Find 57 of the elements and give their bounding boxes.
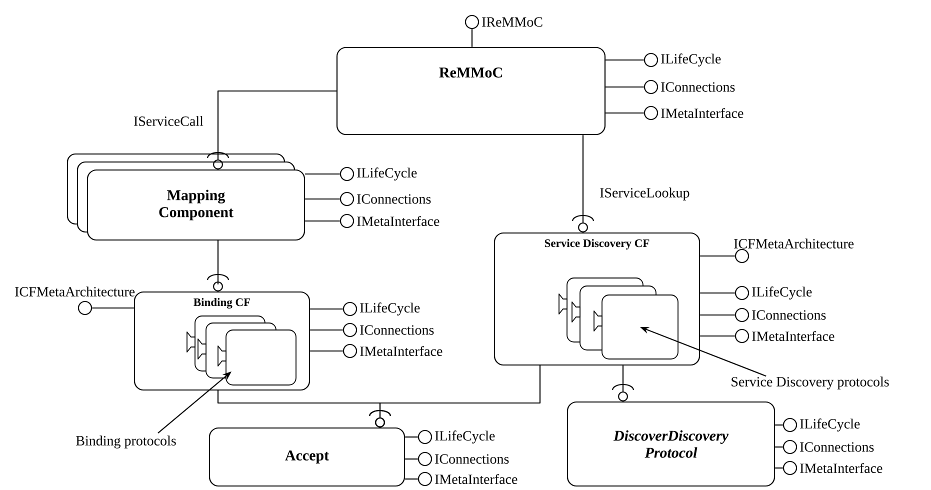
connector-line xyxy=(405,436,418,438)
protocol-stack xyxy=(186,316,296,386)
socket-connector xyxy=(572,135,594,232)
interface-label: IConnections xyxy=(357,194,431,204)
connector-line xyxy=(606,59,644,61)
interface-label: ILifeCycle xyxy=(357,168,417,180)
connector-line xyxy=(92,307,134,309)
connector-line xyxy=(606,112,644,114)
connector-line xyxy=(700,292,735,294)
interface-label: IConnections xyxy=(661,82,735,92)
connector-line xyxy=(310,308,343,310)
connector-line xyxy=(305,198,340,200)
interface-label: IConnections xyxy=(800,442,874,452)
interface-label: ICFMetaArchitecture xyxy=(734,238,854,248)
connector-line xyxy=(700,314,735,316)
socket-connector xyxy=(207,90,336,170)
edge-label: IServiceLookup xyxy=(598,186,691,202)
interface-label: IMetaInterface xyxy=(360,346,442,356)
socket-connector xyxy=(612,366,634,402)
connector-line xyxy=(405,458,418,460)
socket-connector xyxy=(207,240,229,292)
interface-label: IMetaInterface xyxy=(435,474,518,484)
interface-label: ILifeCycle xyxy=(800,418,860,432)
connector-line xyxy=(606,86,644,88)
interface-label: IMetaInterface xyxy=(357,216,440,226)
connector-line xyxy=(405,478,418,480)
interface-label: IConnections xyxy=(435,454,509,464)
connector-line xyxy=(700,335,735,337)
component-box: DiscoverDiscovery Protocol xyxy=(566,401,776,487)
connector-line xyxy=(775,446,783,448)
component-box: ReMMoC xyxy=(336,46,606,136)
interface-label: IMetaInterface xyxy=(752,331,834,341)
interface-label: ICFMetaArchitecture xyxy=(15,286,135,296)
component-box: Accept xyxy=(208,427,406,487)
connector-line xyxy=(305,173,340,175)
connector-line xyxy=(471,29,473,47)
interface-label: IMetaInterface xyxy=(661,108,744,118)
annotation-text: Service Discovery protocols xyxy=(732,376,889,390)
edge-label: IServiceCall xyxy=(132,115,204,127)
interface-label: IConnections xyxy=(752,310,826,320)
interface-label: ILifeCycle xyxy=(435,430,495,444)
annotation-text: Binding protocols xyxy=(76,436,176,448)
interface-label: IReMMoC xyxy=(482,17,542,27)
interface-label: IMetaInterface xyxy=(800,463,882,473)
connector-line xyxy=(305,220,340,222)
interface-label: ILifeCycle xyxy=(752,286,812,300)
protocol-stack xyxy=(558,278,678,360)
connector-line xyxy=(775,424,783,426)
interface-label: ILifeCycle xyxy=(360,302,420,316)
connector-line xyxy=(310,329,343,331)
interface-label: ILifeCycle xyxy=(661,54,721,66)
connector-line xyxy=(310,350,343,352)
connector-line xyxy=(775,467,783,469)
connector-line xyxy=(700,255,735,257)
stacked-component-box: Mapping Component xyxy=(66,153,306,241)
interface-label: IConnections xyxy=(360,325,434,335)
socket-connector xyxy=(369,366,541,428)
